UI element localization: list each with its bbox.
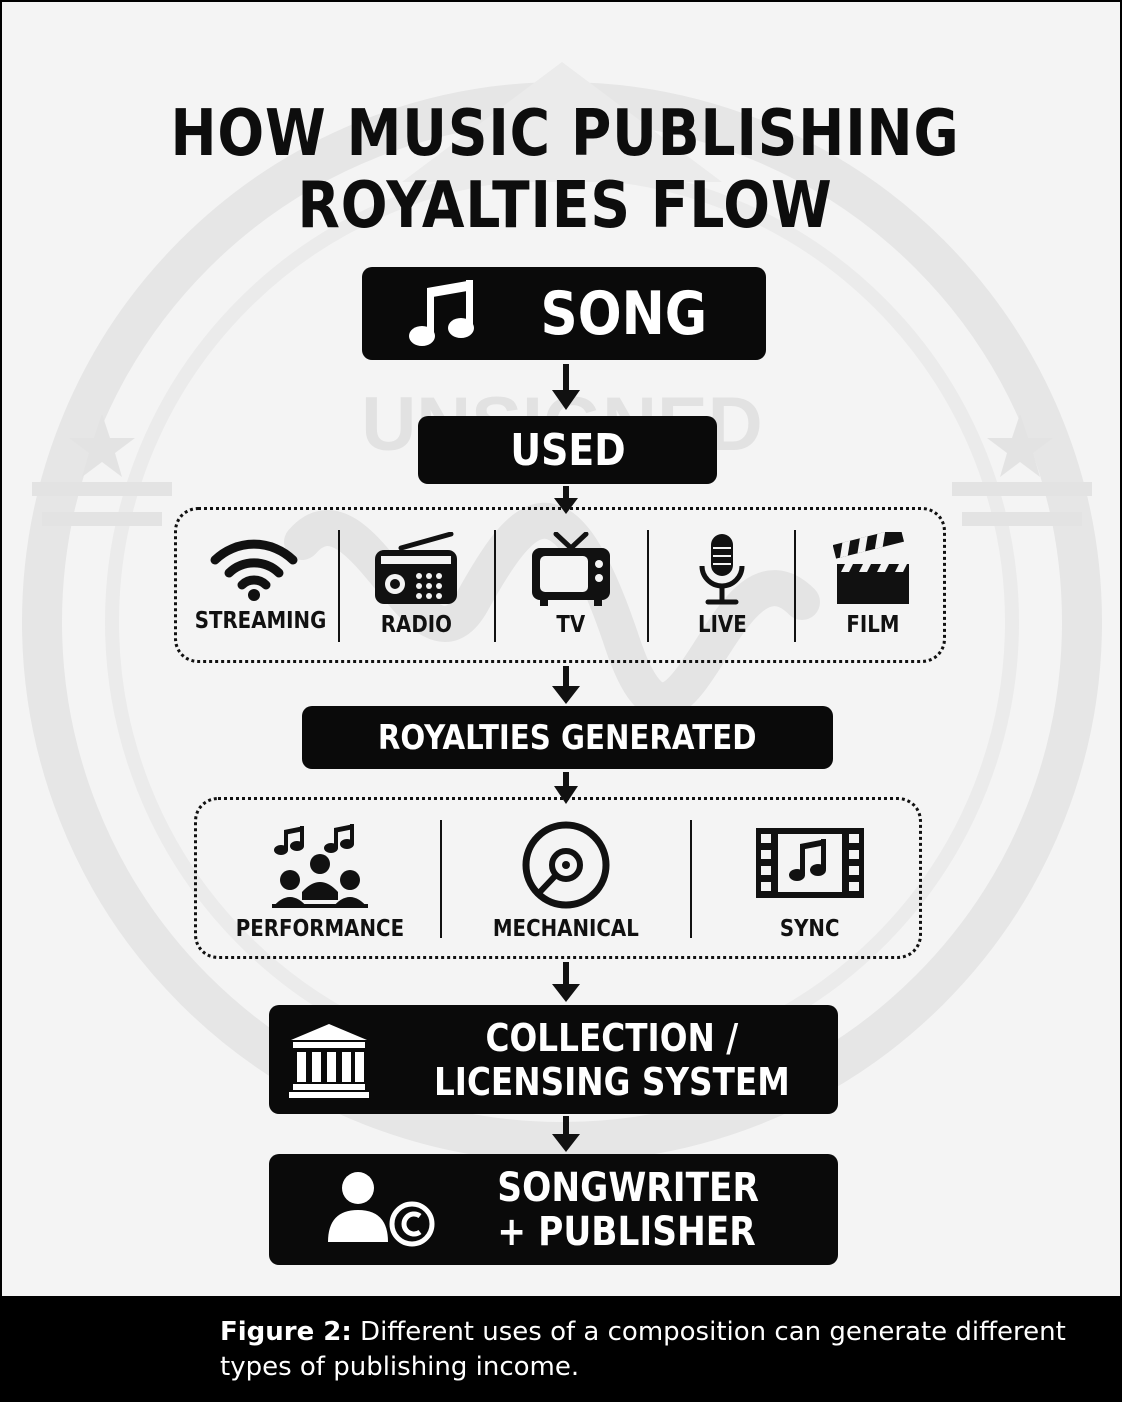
- uses-divider: [647, 530, 649, 642]
- radio-icon: [375, 531, 457, 604]
- title-line-1: HOW MUSIC PUBLISHING: [170, 97, 960, 171]
- use-label: TV: [556, 612, 586, 638]
- songwriter-publisher-node: SONGWRITER + PUBLISHER: [269, 1154, 838, 1265]
- arrow-down-icon: [554, 772, 578, 804]
- type-sync: SYNC: [712, 820, 908, 942]
- songwriter-line-2: + PUBLISHER: [497, 1208, 757, 1255]
- tv-icon: [532, 531, 610, 606]
- type-label: PERFORMANCE: [235, 916, 405, 942]
- clapperboard-icon: [832, 528, 909, 604]
- uses-divider: [794, 530, 796, 642]
- microphone-icon: [699, 534, 745, 605]
- use-radio: RADIO: [352, 531, 480, 638]
- song-label: SONG: [540, 278, 708, 349]
- song-node: SONG: [362, 267, 766, 360]
- uses-divider: [338, 530, 340, 642]
- use-streaming: STREAMING: [184, 532, 327, 634]
- used-node: USED: [418, 416, 717, 484]
- wifi-icon: [210, 539, 298, 601]
- use-tv: TV: [507, 531, 635, 638]
- uses-divider: [494, 530, 496, 642]
- use-live: LIVE: [660, 532, 784, 638]
- vinyl-disc-icon: [522, 821, 610, 909]
- types-divider: [690, 820, 692, 938]
- use-label: STREAMING: [194, 608, 327, 634]
- type-label: MECHANICAL: [493, 916, 639, 942]
- arrow-down-icon: [552, 666, 580, 704]
- use-label: FILM: [846, 612, 900, 638]
- film-music-icon: [756, 828, 864, 898]
- songwriter-text: SONGWRITER + PUBLISHER: [498, 1166, 760, 1254]
- collection-line-2: LICENSING SYSTEM: [433, 1059, 790, 1104]
- royalties-generated-node: ROYALTIES GENERATED: [302, 706, 833, 769]
- uses-group: [174, 507, 946, 663]
- type-label: SYNC: [780, 916, 840, 942]
- caption-bar: [0, 1296, 1122, 1402]
- title-line-2: ROYALTIES FLOW: [297, 169, 833, 243]
- bank-building-icon: [288, 1023, 369, 1098]
- person-copyright-icon: [328, 1171, 435, 1246]
- figure-caption: Figure 2: Different uses of a compositio…: [220, 1315, 1080, 1385]
- royalty-types-group: [194, 797, 922, 959]
- audience-music-icon: [272, 824, 368, 908]
- types-divider: [440, 820, 442, 938]
- type-mechanical: MECHANICAL: [468, 820, 664, 942]
- use-label: RADIO: [380, 612, 452, 638]
- royalties-generated-label: ROYALTIES GENERATED: [378, 717, 757, 758]
- music-note-icon: [409, 279, 475, 346]
- arrow-down-icon: [552, 364, 580, 410]
- use-film: FILM: [808, 528, 938, 638]
- arrow-down-icon: [554, 486, 578, 514]
- used-label: USED: [509, 424, 626, 476]
- arrow-down-icon: [552, 962, 580, 1002]
- diagram-canvas: UNSIGNED HOW MUSIC PUBLISHING ROYALTIES …: [2, 2, 1120, 1296]
- collection-text: COLLECTION / LICENSING SYSTEM: [434, 1016, 790, 1104]
- songwriter-line-1: SONGWRITER: [497, 1164, 760, 1211]
- type-performance: PERFORMANCE: [222, 820, 418, 942]
- collection-licensing-node: COLLECTION / LICENSING SYSTEM: [269, 1005, 838, 1114]
- caption-label: Figure 2:: [220, 1317, 352, 1347]
- use-label: LIVE: [697, 612, 747, 638]
- page-title: HOW MUSIC PUBLISHING ROYALTIES FLOW: [62, 98, 1068, 242]
- caption-text: Different uses of a composition can gene…: [220, 1317, 1066, 1382]
- arrow-down-icon: [552, 1116, 580, 1152]
- collection-line-1: COLLECTION /: [485, 1015, 738, 1060]
